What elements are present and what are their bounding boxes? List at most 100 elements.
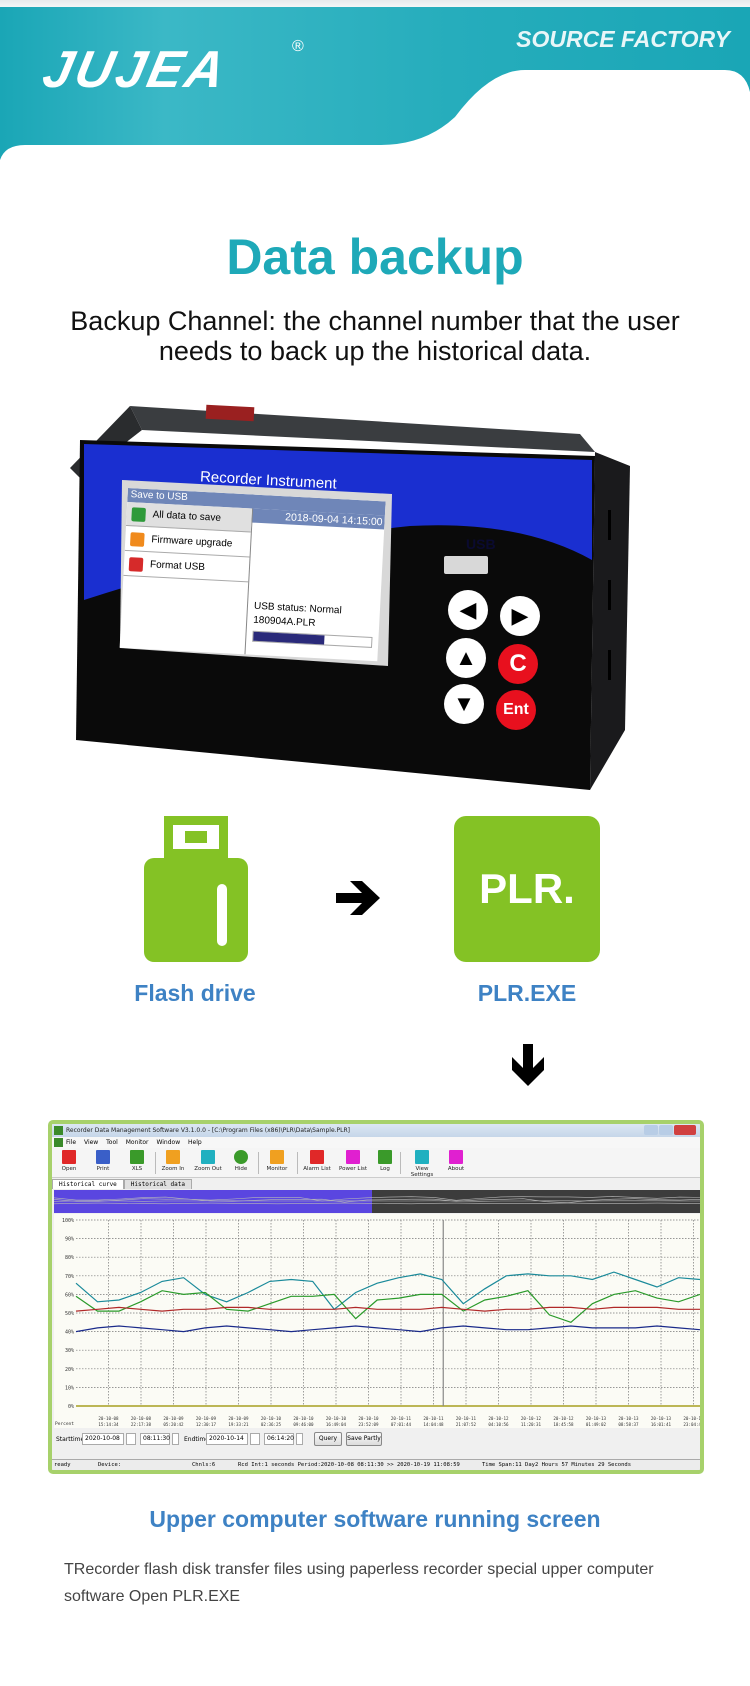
calendar-icon[interactable]: [250, 1433, 260, 1445]
brand-logo: JUJEA: [37, 41, 233, 99]
zoom-out-button[interactable]: Zoom Out: [192, 1150, 224, 1172]
status-device: Device:: [98, 1462, 122, 1468]
start-date-input[interactable]: 2020-10-08: [82, 1433, 124, 1445]
flash-drive-icon: [144, 816, 248, 962]
toolbar-separator: [297, 1152, 298, 1174]
x-tick-label: 05:20:42: [163, 1422, 184, 1427]
menu-file[interactable]: File: [66, 1139, 77, 1146]
query-bar: Starttime 2020-10-08 08:11:30 Endtime 20…: [52, 1428, 700, 1450]
device-screen: Save to USB 2018-09-04 14:15:00 All data…: [119, 488, 386, 662]
series-line-ch3: [75, 1306, 700, 1312]
backup-progress-fill: [253, 631, 325, 645]
folder-icon: [62, 1150, 76, 1164]
y-tick-label: 40%: [65, 1330, 74, 1336]
save-partly-button[interactable]: Save Partly: [346, 1432, 382, 1446]
left-key[interactable]: ◀: [448, 590, 488, 630]
end-date-input[interactable]: 2020-10-14: [206, 1433, 248, 1445]
arrow-right-icon: [336, 881, 380, 915]
flash-drive-cap-contact: [185, 831, 207, 843]
menu-view[interactable]: View: [83, 1139, 99, 1146]
maximize-button[interactable]: [659, 1125, 673, 1135]
status-record: Rcd Int:1 seconds Period:2020-10-08 08:1…: [238, 1462, 460, 1468]
y-tick-label: 100%: [62, 1218, 74, 1224]
zoom-in-button[interactable]: Zoom In: [158, 1150, 188, 1172]
xls-button[interactable]: XLS: [126, 1150, 148, 1172]
about-button[interactable]: About: [444, 1150, 468, 1172]
menu-window[interactable]: Window: [156, 1139, 181, 1146]
toolbar-label: Zoom In: [161, 1166, 185, 1172]
hide-button[interactable]: Hide: [230, 1150, 252, 1172]
description: TRecorder flash disk transfer files usin…: [64, 1561, 654, 1605]
plr-icon-text: PLR.: [479, 865, 575, 912]
start-time-spinner[interactable]: [172, 1433, 179, 1445]
x-axis-labels: Percent20-10-0815:14:3420-10-0822:17:382…: [55, 1416, 702, 1427]
series-line-ch2: [75, 1290, 700, 1323]
x-tick-label: 09:46:00: [293, 1422, 314, 1427]
end-time-input[interactable]: 06:14:20: [264, 1433, 294, 1445]
menu-help[interactable]: Help: [188, 1139, 202, 1146]
x-tick-label: 11:20:31: [521, 1422, 542, 1427]
overview-selection[interactable]: [54, 1190, 372, 1213]
overview-strip[interactable]: [54, 1190, 700, 1213]
xls-icon: [130, 1150, 144, 1164]
view-settings-button[interactable]: View Settings: [404, 1150, 440, 1178]
x-tick-label: 22:17:38: [131, 1422, 152, 1427]
plr-exe-label: PLR.EXE: [477, 980, 577, 1006]
menu-monitor[interactable]: Monitor: [125, 1139, 149, 1146]
hide-icon: [234, 1150, 248, 1164]
x-tick-label: 20-10-08: [98, 1416, 119, 1421]
x-tick-label: 01:49:02: [586, 1422, 607, 1427]
menu-item-label: Firmware upgrade: [151, 534, 233, 550]
backup-progress-bar: [252, 630, 373, 648]
plr-exe-icon: PLR.: [454, 816, 600, 962]
monitor-button[interactable]: Monitor: [262, 1150, 292, 1172]
power-list-button[interactable]: Power List: [338, 1150, 368, 1172]
status-state: ready: [54, 1462, 71, 1468]
chart-canvas: 0%10%20%30%40%50%60%70%80%90%100%: [62, 1218, 700, 1410]
alarm-list-button[interactable]: Alarm List: [302, 1150, 332, 1172]
tab-historical-curve[interactable]: Historical curve: [52, 1179, 124, 1189]
enter-key[interactable]: Ent: [496, 690, 536, 730]
x-tick-label: 18:45:58: [553, 1422, 574, 1427]
tab-historical-data[interactable]: Historical data: [123, 1179, 192, 1189]
calendar-icon[interactable]: [126, 1433, 136, 1445]
recorder-device: Recorder Instrument Save to USB 2018-09-…: [70, 400, 630, 790]
toolbar-separator: [400, 1152, 401, 1174]
status-span: Time Span:11 Day2 Hours 57 Minutes 29 Se…: [482, 1462, 632, 1468]
usb-port: [444, 556, 488, 574]
toolbar-label: Hide: [234, 1166, 248, 1172]
end-time-spinner[interactable]: [296, 1433, 303, 1445]
close-button[interactable]: [674, 1125, 696, 1135]
menu-item-label: All data to save: [152, 509, 222, 524]
overview-line: [54, 1202, 700, 1205]
x-tick-label: 14:04:48: [423, 1422, 444, 1427]
y-tick-label: 80%: [65, 1255, 74, 1261]
x-tick-label: 20-10-11: [423, 1416, 444, 1421]
up-key[interactable]: ▲: [446, 638, 486, 678]
toolbar: Open Print XLS Zoom In Zoom Out Hide Mon…: [52, 1148, 700, 1178]
screen-menu-item[interactable]: Format USB: [123, 551, 250, 583]
cancel-key[interactable]: C: [498, 644, 538, 684]
x-axis-title: Percent: [55, 1421, 74, 1427]
header-banner: JUJEA ® SOURCE FACTORY: [0, 0, 750, 160]
zoom-out-icon: [201, 1150, 215, 1164]
down-key[interactable]: ▼: [444, 684, 484, 724]
start-time-input[interactable]: 08:11:30: [140, 1433, 170, 1445]
right-key[interactable]: ▶: [500, 596, 540, 636]
app-icon: [54, 1126, 63, 1135]
x-tick-label: 08:58:37: [618, 1422, 639, 1427]
y-tick-label: 90%: [65, 1237, 74, 1243]
toolbar-label: XLS: [131, 1166, 143, 1172]
query-button[interactable]: Query: [314, 1432, 342, 1446]
x-tick-label: 16:49:04: [326, 1422, 347, 1427]
toolbar-separator: [258, 1152, 259, 1174]
menu-tool[interactable]: Tool: [106, 1139, 118, 1146]
x-tick-label: 20-10-13: [683, 1416, 702, 1421]
minimize-button[interactable]: [644, 1125, 658, 1135]
toolbar-label: Zoom Out: [194, 1166, 222, 1172]
backup-file-name: 180904A.PLR: [252, 614, 316, 629]
print-button[interactable]: Print: [92, 1150, 114, 1172]
log-button[interactable]: Log: [374, 1150, 396, 1172]
usb-status: USB status: Normal: [253, 600, 342, 617]
open-button[interactable]: Open: [58, 1150, 80, 1172]
